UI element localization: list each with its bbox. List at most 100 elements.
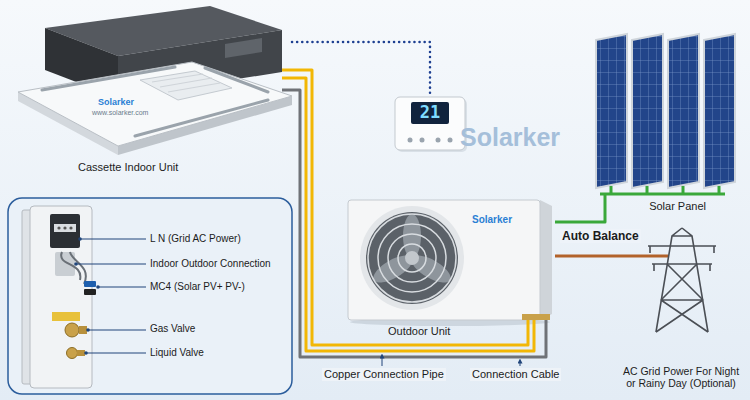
leader-line <box>382 356 383 366</box>
outdoor-unit-illustration <box>527 320 530 340</box>
solar-panel-illustration <box>632 34 663 188</box>
cassette-unit-illustration <box>140 71 232 100</box>
pv-wire <box>555 215 605 222</box>
watermark: Solarker <box>460 122 560 152</box>
callout-label: L N (Grid AC Power) <box>150 233 241 245</box>
outdoor-unit-illustration <box>348 200 552 340</box>
brand-url: www.solarker.com <box>92 109 148 117</box>
outdoor-unit-illustration <box>348 200 540 320</box>
unit-side-illustration <box>54 224 76 232</box>
outdoor-unit-illustration <box>398 244 426 272</box>
callout-label: Liquid Valve <box>150 347 204 359</box>
unit-caption: AC Grid Power For Night or Rainy Day (Op… <box>619 365 743 390</box>
leader-line <box>80 239 146 240</box>
leader-line <box>76 239 520 366</box>
grid-power: AC Grid Power For Night or Rainy Day (Op… <box>615 228 747 394</box>
cassette-unit-illustration <box>18 6 292 155</box>
pylon-illustration <box>615 255 668 258</box>
pylon-illustration <box>615 228 716 332</box>
brand-logo: Solarker <box>98 97 134 108</box>
callout-label: MC4 (Solar PV+ PV-) <box>150 281 245 293</box>
solar-panel-illustration <box>596 34 735 215</box>
pylon-illustration <box>650 246 714 271</box>
cassette-unit-illustration <box>18 62 292 146</box>
unit-side-illustration <box>79 326 87 334</box>
outdoor-unit-illustration <box>405 251 419 265</box>
unit-side-illustration <box>70 252 86 284</box>
unit-side-illustration <box>67 348 78 359</box>
cassette-unit-illustration <box>152 74 220 92</box>
indoor-unit: Cassette Indoor Unit <box>15 2 292 178</box>
leader-dot <box>86 328 90 332</box>
unit-side-illustration <box>52 312 80 321</box>
unit-side-illustration <box>84 289 96 295</box>
display-reading: 21 <box>411 102 449 124</box>
outdoor-unit-illustration <box>533 320 536 340</box>
unit-side-illustration <box>30 206 92 388</box>
outdoor-unit-illustration <box>388 234 436 282</box>
unit-side-illustration <box>57 226 60 229</box>
unit-side-illustration <box>84 281 96 287</box>
leader-line <box>86 353 146 354</box>
copper-pipe <box>292 70 534 351</box>
pylon-illustration <box>656 264 708 332</box>
leader-line <box>88 330 146 331</box>
unit-side-illustration <box>61 252 80 280</box>
cassette-unit-illustration <box>225 38 262 58</box>
controller-illustration <box>436 138 441 143</box>
cable-label: Connection Cable <box>470 368 561 381</box>
outdoor-unit-illustration <box>360 206 464 310</box>
controller-illustration <box>395 97 465 150</box>
cassette-unit-illustration <box>282 69 292 72</box>
cassette-unit-illustration <box>42 67 268 136</box>
unit-side-illustration <box>50 214 80 248</box>
solar-panel-illustration <box>668 34 699 188</box>
leader-dot <box>84 351 88 355</box>
outdoor-unit: Outdoor Unit <box>345 195 555 340</box>
leader-dot <box>74 237 100 355</box>
control-wire <box>292 42 430 97</box>
grid-wire <box>555 256 615 257</box>
pylon-illustration <box>648 246 716 264</box>
unit-caption: Solar Panel <box>649 200 706 213</box>
leader-line <box>520 361 521 366</box>
unit-side-illustration <box>65 323 79 337</box>
controller-illustration <box>448 138 453 143</box>
copper-pipe <box>292 78 534 351</box>
outdoor-unit-illustration <box>378 224 446 292</box>
leader-line <box>98 287 146 288</box>
unit-caption: Cassette Indoor Unit <box>78 161 178 174</box>
copper-pipe <box>292 70 528 345</box>
callout-label: Indoor Outdoor Connection <box>150 258 271 270</box>
callout-label: Gas Valve <box>150 323 195 335</box>
leader-line <box>76 264 146 265</box>
leader-dot <box>74 262 78 266</box>
controller-illustration <box>408 138 413 143</box>
cassette-unit-illustration <box>282 89 292 92</box>
unit-caption: Outdoor Unit <box>388 325 450 338</box>
brand-logo: Solarker <box>472 214 512 226</box>
unit-side-illustration <box>63 226 66 229</box>
unit-side-illustration <box>22 206 96 388</box>
wall-controller: 21 <box>395 97 465 150</box>
unit-side-illustration <box>77 350 85 356</box>
pipe-label: Copper Connection Pipe <box>322 368 446 381</box>
solar-panel-illustration <box>600 186 725 215</box>
pylon-illustration <box>656 228 708 332</box>
solar-panel-illustration <box>596 34 627 188</box>
pv-wire <box>555 215 605 222</box>
flow-label: Auto Balance <box>560 229 641 243</box>
solar-panel-illustration <box>704 34 735 188</box>
controller-illustration <box>395 97 467 152</box>
grid-wire <box>555 255 615 258</box>
outdoor-unit-illustration <box>540 200 552 320</box>
inset-panel <box>8 198 292 394</box>
outdoor-unit-illustration <box>366 212 458 304</box>
control-wire <box>292 42 430 97</box>
controller-illustration <box>420 138 425 143</box>
solar-panel: Solar Panel <box>590 28 742 215</box>
